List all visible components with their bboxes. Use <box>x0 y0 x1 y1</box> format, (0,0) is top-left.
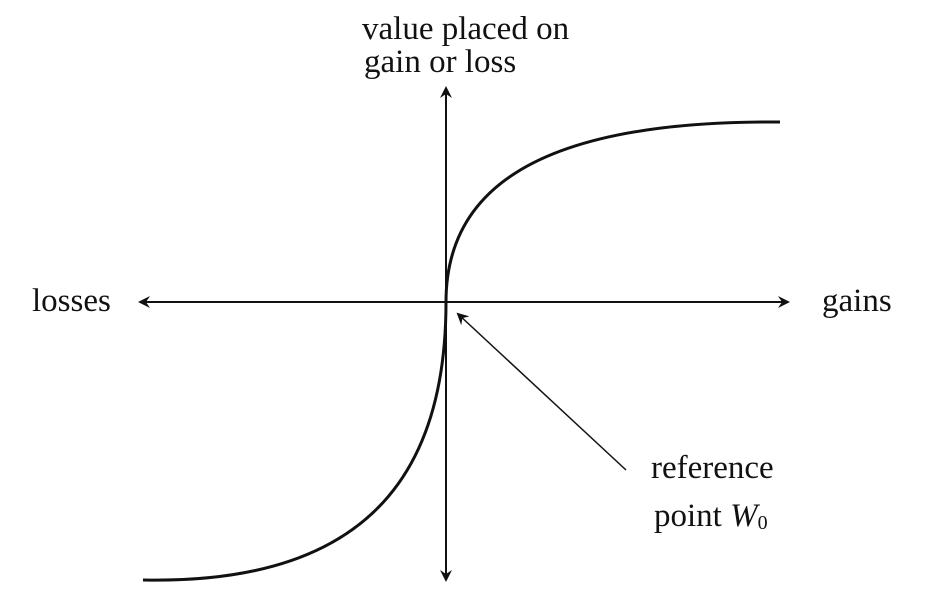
reference-symbol: W <box>730 498 758 534</box>
reference-label-line2: point W0 <box>654 498 768 534</box>
reference-subscript: 0 <box>757 512 768 534</box>
y-axis-label-line1: value placed on <box>362 11 570 47</box>
losses-label: losses <box>32 283 111 319</box>
reference-label-line1: reference <box>651 450 774 486</box>
value-curve-losses <box>142 301 448 582</box>
y-axis-label-line2: gain or loss <box>364 44 517 80</box>
reference-point-word: point <box>654 498 722 534</box>
gains-label: gains <box>822 283 892 319</box>
reference-pointer-arrow <box>456 312 627 471</box>
value-curve-gains <box>444 120 781 303</box>
